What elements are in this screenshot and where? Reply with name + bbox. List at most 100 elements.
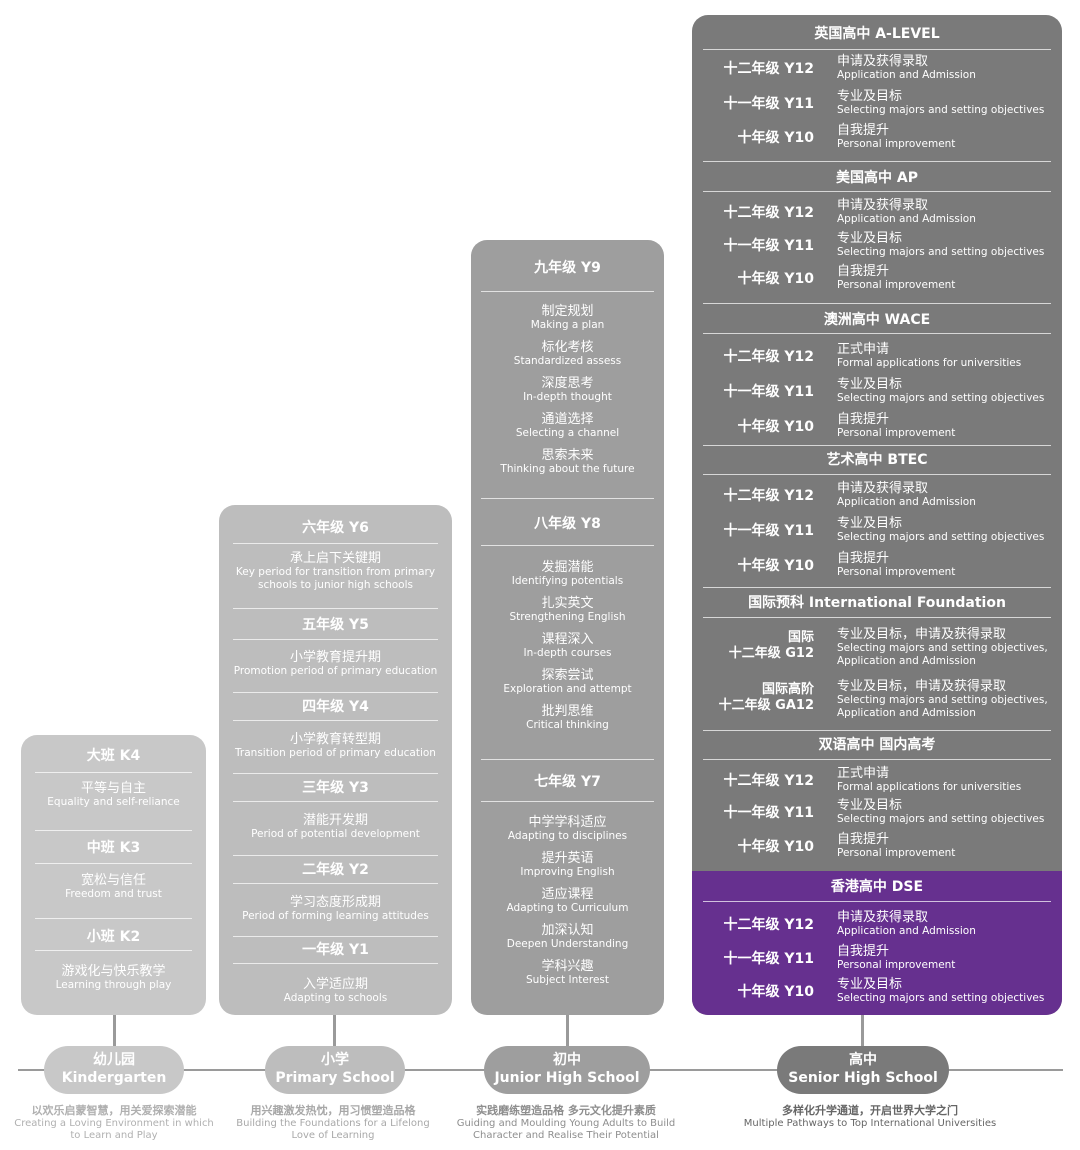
stage-en: Kindergarten — [61, 1070, 167, 1086]
stage-zh: 初中 — [553, 1052, 581, 1068]
y9-item-zh: 深度思考 — [541, 376, 594, 391]
row-en: Selecting majors and setting objectives, — [837, 642, 1048, 654]
y2-title: 二年级 Y2 — [302, 862, 369, 878]
grade-label: 十年级 Y10 — [737, 419, 815, 435]
grade-label: 十二年级 Y12 — [723, 773, 815, 789]
stage-en: Junior High School — [494, 1070, 640, 1086]
divider — [35, 830, 192, 831]
y7-item-en: Deepen Understanding — [506, 938, 629, 950]
row-zh: 自我提升 — [837, 264, 890, 279]
y7-item-en: Subject Interest — [525, 974, 610, 986]
grade-label: 十年级 Y10 — [737, 984, 815, 1000]
primary-column: 六年级 Y6 承上启下关键期 Key period for transition… — [219, 505, 452, 1015]
row-en: Selecting majors and setting objectives — [837, 392, 1045, 404]
k2-block: 小班 K2 游戏化与快乐教学 Learning through play — [21, 928, 206, 992]
k2-zh: 游戏化与快乐教学 — [61, 964, 166, 979]
y7-title: 七年级 Y7 — [534, 774, 601, 790]
y7-item-zh: 加深认知 — [541, 923, 594, 938]
row-en: Selecting majors and setting objectives — [837, 531, 1045, 543]
grade-label: 十一年级 Y11 — [723, 384, 815, 400]
grade-label: 国际 — [787, 630, 814, 645]
y4-title: 四年级 Y4 — [302, 699, 369, 715]
y4-zh: 小学教育转型期 — [289, 732, 381, 747]
caption-en: Character and Realise Their Potential — [473, 1130, 659, 1141]
y8-item-en: Strengthening English — [509, 611, 626, 623]
divider — [481, 498, 654, 499]
divider — [703, 587, 1051, 588]
wace-title: 澳洲高中 WACE — [823, 312, 931, 328]
y5-block: 五年级 Y5 小学教育提升期 Promotion period of prima… — [219, 616, 452, 678]
grade-label: 十二年级 Y12 — [723, 349, 815, 365]
stage-en: Senior High School — [788, 1070, 938, 1086]
k4-block: 大班 K4 平等与自主 Equality and self-reliance — [21, 747, 206, 809]
grade-label: 十年级 Y10 — [737, 839, 815, 855]
row-zh: 申请及获得录取 — [837, 198, 929, 213]
y5-title: 五年级 Y5 — [302, 617, 369, 633]
connector — [113, 1015, 116, 1048]
divider — [481, 291, 654, 292]
row-en: Personal improvement — [837, 138, 956, 150]
divider — [35, 772, 192, 773]
caption-senior: 多样化升学通道，开启世界大学之门 Multiple Pathways to To… — [726, 1104, 1014, 1130]
row-en: Application and Admission — [837, 69, 976, 81]
y1-zh: 入学适应期 — [302, 977, 368, 992]
y9-title: 九年级 Y9 — [534, 260, 601, 276]
caption-zh: 以欢乐启蒙智慧，用关爱探索潜能 — [31, 1104, 197, 1117]
row-zh: 正式申请 — [837, 766, 890, 781]
y6-title: 六年级 Y6 — [302, 520, 369, 536]
y6-en-2: schools to junior high schools — [258, 579, 413, 591]
y2-en: Period of forming learning attitudes — [242, 910, 429, 922]
grade-label: 十年级 Y10 — [737, 130, 815, 146]
y3-block: 三年级 Y3 潜能开发期 Period of potential develop… — [219, 779, 452, 841]
caption-kindergarten: 以欢乐启蒙智慧，用关爱探索潜能 Creating a Loving Enviro… — [5, 1104, 223, 1142]
y9-item-zh: 思索未来 — [541, 448, 594, 463]
connector — [566, 1015, 569, 1048]
y2-zh: 学习态度形成期 — [289, 895, 381, 910]
row-zh: 申请及获得录取 — [837, 481, 929, 496]
foundation-title: 国际预科 International Foundation — [748, 595, 1006, 611]
y8-item-zh: 课程深入 — [541, 632, 594, 647]
row-zh: 自我提升 — [837, 123, 890, 138]
divider — [233, 720, 438, 721]
divider — [481, 545, 654, 546]
junior-column: 九年级 Y9 制定规划 Making a plan 标化考核 Standardi… — [471, 240, 664, 1015]
row-en: Formal applications for universities — [837, 781, 1022, 793]
y9-item-en: Making a plan — [530, 319, 605, 331]
y1-block: 一年级 Y1 入学适应期 Adapting to schools — [219, 941, 452, 1005]
y8-item-zh: 发掘潜能 — [541, 560, 594, 575]
divider — [233, 543, 438, 544]
k3-title: 中班 K3 — [86, 840, 141, 856]
caption-en: Multiple Pathways to Top International U… — [743, 1118, 997, 1129]
caption-en: to Learn and Play — [70, 1130, 158, 1141]
y7-item-zh: 适应课程 — [541, 887, 594, 902]
grade-label: 十二年级 Y12 — [723, 488, 815, 504]
y9-item-en: In-depth thought — [523, 391, 612, 403]
row-en: Application and Admission — [837, 213, 976, 225]
grade-label: 十二年级 GA12 — [718, 698, 814, 713]
divider — [703, 730, 1051, 731]
row-zh: 申请及获得录取 — [837, 54, 929, 69]
row-zh: 专业及目标 — [837, 798, 903, 813]
y8-item-zh: 扎实英文 — [541, 596, 594, 611]
caption-junior: 实践磨练塑造品格 多元文化提升素质 Guiding and Moulding Y… — [448, 1104, 684, 1142]
caption-primary: 用兴趣激发热忱，用习惯塑造品格 Building the Foundations… — [228, 1104, 438, 1142]
y8-block: 八年级 Y8 发掘潜能 Identifying potentials 扎实英文 … — [471, 515, 664, 732]
y5-zh: 小学教育提升期 — [289, 650, 381, 665]
y8-title: 八年级 Y8 — [534, 516, 601, 532]
y7-item-zh: 中学学科适应 — [528, 815, 607, 830]
row-en: Formal applications for universities — [837, 357, 1022, 369]
grade-label: 十二年级 Y12 — [723, 917, 815, 933]
y9-item-zh: 标化考核 — [541, 340, 594, 355]
